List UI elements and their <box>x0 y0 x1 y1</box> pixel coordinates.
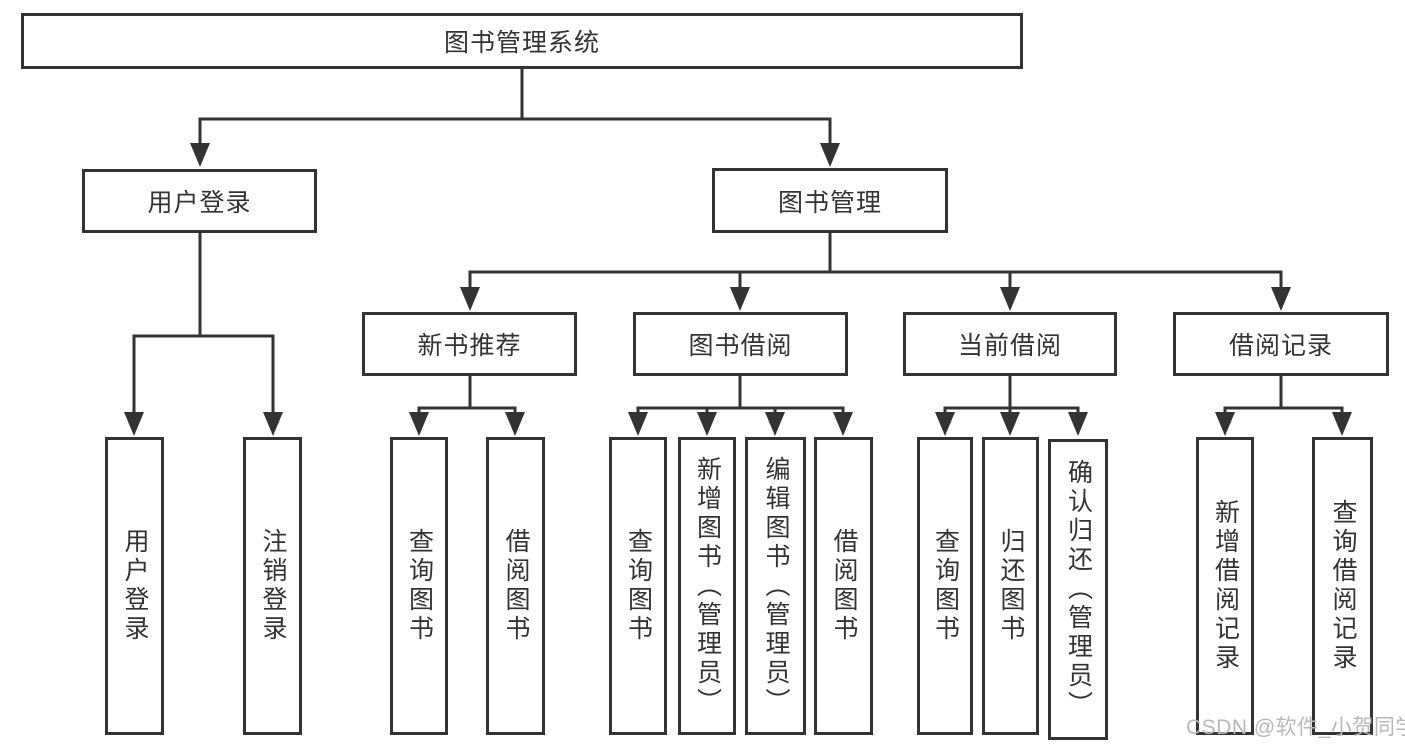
node-book-management: 图书管理 <box>712 168 948 233</box>
node-new-book-recommend: 新书推荐 <box>362 312 577 376</box>
leaf-query-books-current: 查询图书 <box>917 437 973 735</box>
leaf-query-books-recommend-label: 查询图书 <box>405 528 434 644</box>
node-book-borrow: 图书借阅 <box>633 312 848 376</box>
leaf-edit-books-admin-label: 编辑图书（管理员） <box>762 455 790 717</box>
leaf-query-borrow-record: 查询借阅记录 <box>1312 437 1373 735</box>
leaf-confirm-return-admin-label: 确认归还（管理员） <box>1064 459 1093 720</box>
node-root: 图书管理系统 <box>21 13 1023 69</box>
leaf-confirm-return-admin: 确认归还（管理员） <box>1048 439 1108 740</box>
csdn-watermark: CSDN @软件_小贺同学 <box>1186 716 1405 739</box>
leaf-query-books-borrow: 查询图书 <box>609 437 667 735</box>
leaf-borrow-books-borrow: 借阅图书 <box>814 437 873 735</box>
leaf-logout-label: 注销登录 <box>259 528 287 644</box>
leaf-query-books-borrow-label: 查询图书 <box>624 528 653 644</box>
leaf-user-login-label: 用户登录 <box>121 528 149 644</box>
leaf-query-books-current-label: 查询图书 <box>931 528 960 644</box>
leaf-logout: 注销登录 <box>243 437 302 735</box>
leaf-user-login: 用户登录 <box>105 437 164 735</box>
leaf-query-books-recommend: 查询图书 <box>390 437 448 735</box>
leaf-return-books: 归还图书 <box>982 437 1039 735</box>
leaf-add-books-admin-label: 新增图书（管理员） <box>693 455 722 717</box>
node-current-borrow: 当前借阅 <box>903 312 1117 376</box>
leaf-query-borrow-record-label: 查询借阅记录 <box>1329 499 1357 673</box>
leaf-add-books-admin: 新增图书（管理员） <box>678 437 736 735</box>
leaf-borrow-books-recommend-label: 借阅图书 <box>502 528 530 644</box>
leaf-borrow-books-borrow-label: 借阅图书 <box>830 528 858 644</box>
arrowheads <box>124 143 1352 436</box>
leaf-borrow-books-recommend: 借阅图书 <box>486 437 545 735</box>
leaf-add-borrow-record-label: 新增借阅记录 <box>1211 499 1240 673</box>
leaf-add-borrow-record: 新增借阅记录 <box>1196 437 1254 735</box>
leaf-edit-books-admin: 编辑图书（管理员） <box>745 437 806 735</box>
node-user-login: 用户登录 <box>82 169 317 233</box>
node-borrow-records: 借阅记录 <box>1173 312 1389 376</box>
leaf-return-books-label: 归还图书 <box>997 528 1025 644</box>
